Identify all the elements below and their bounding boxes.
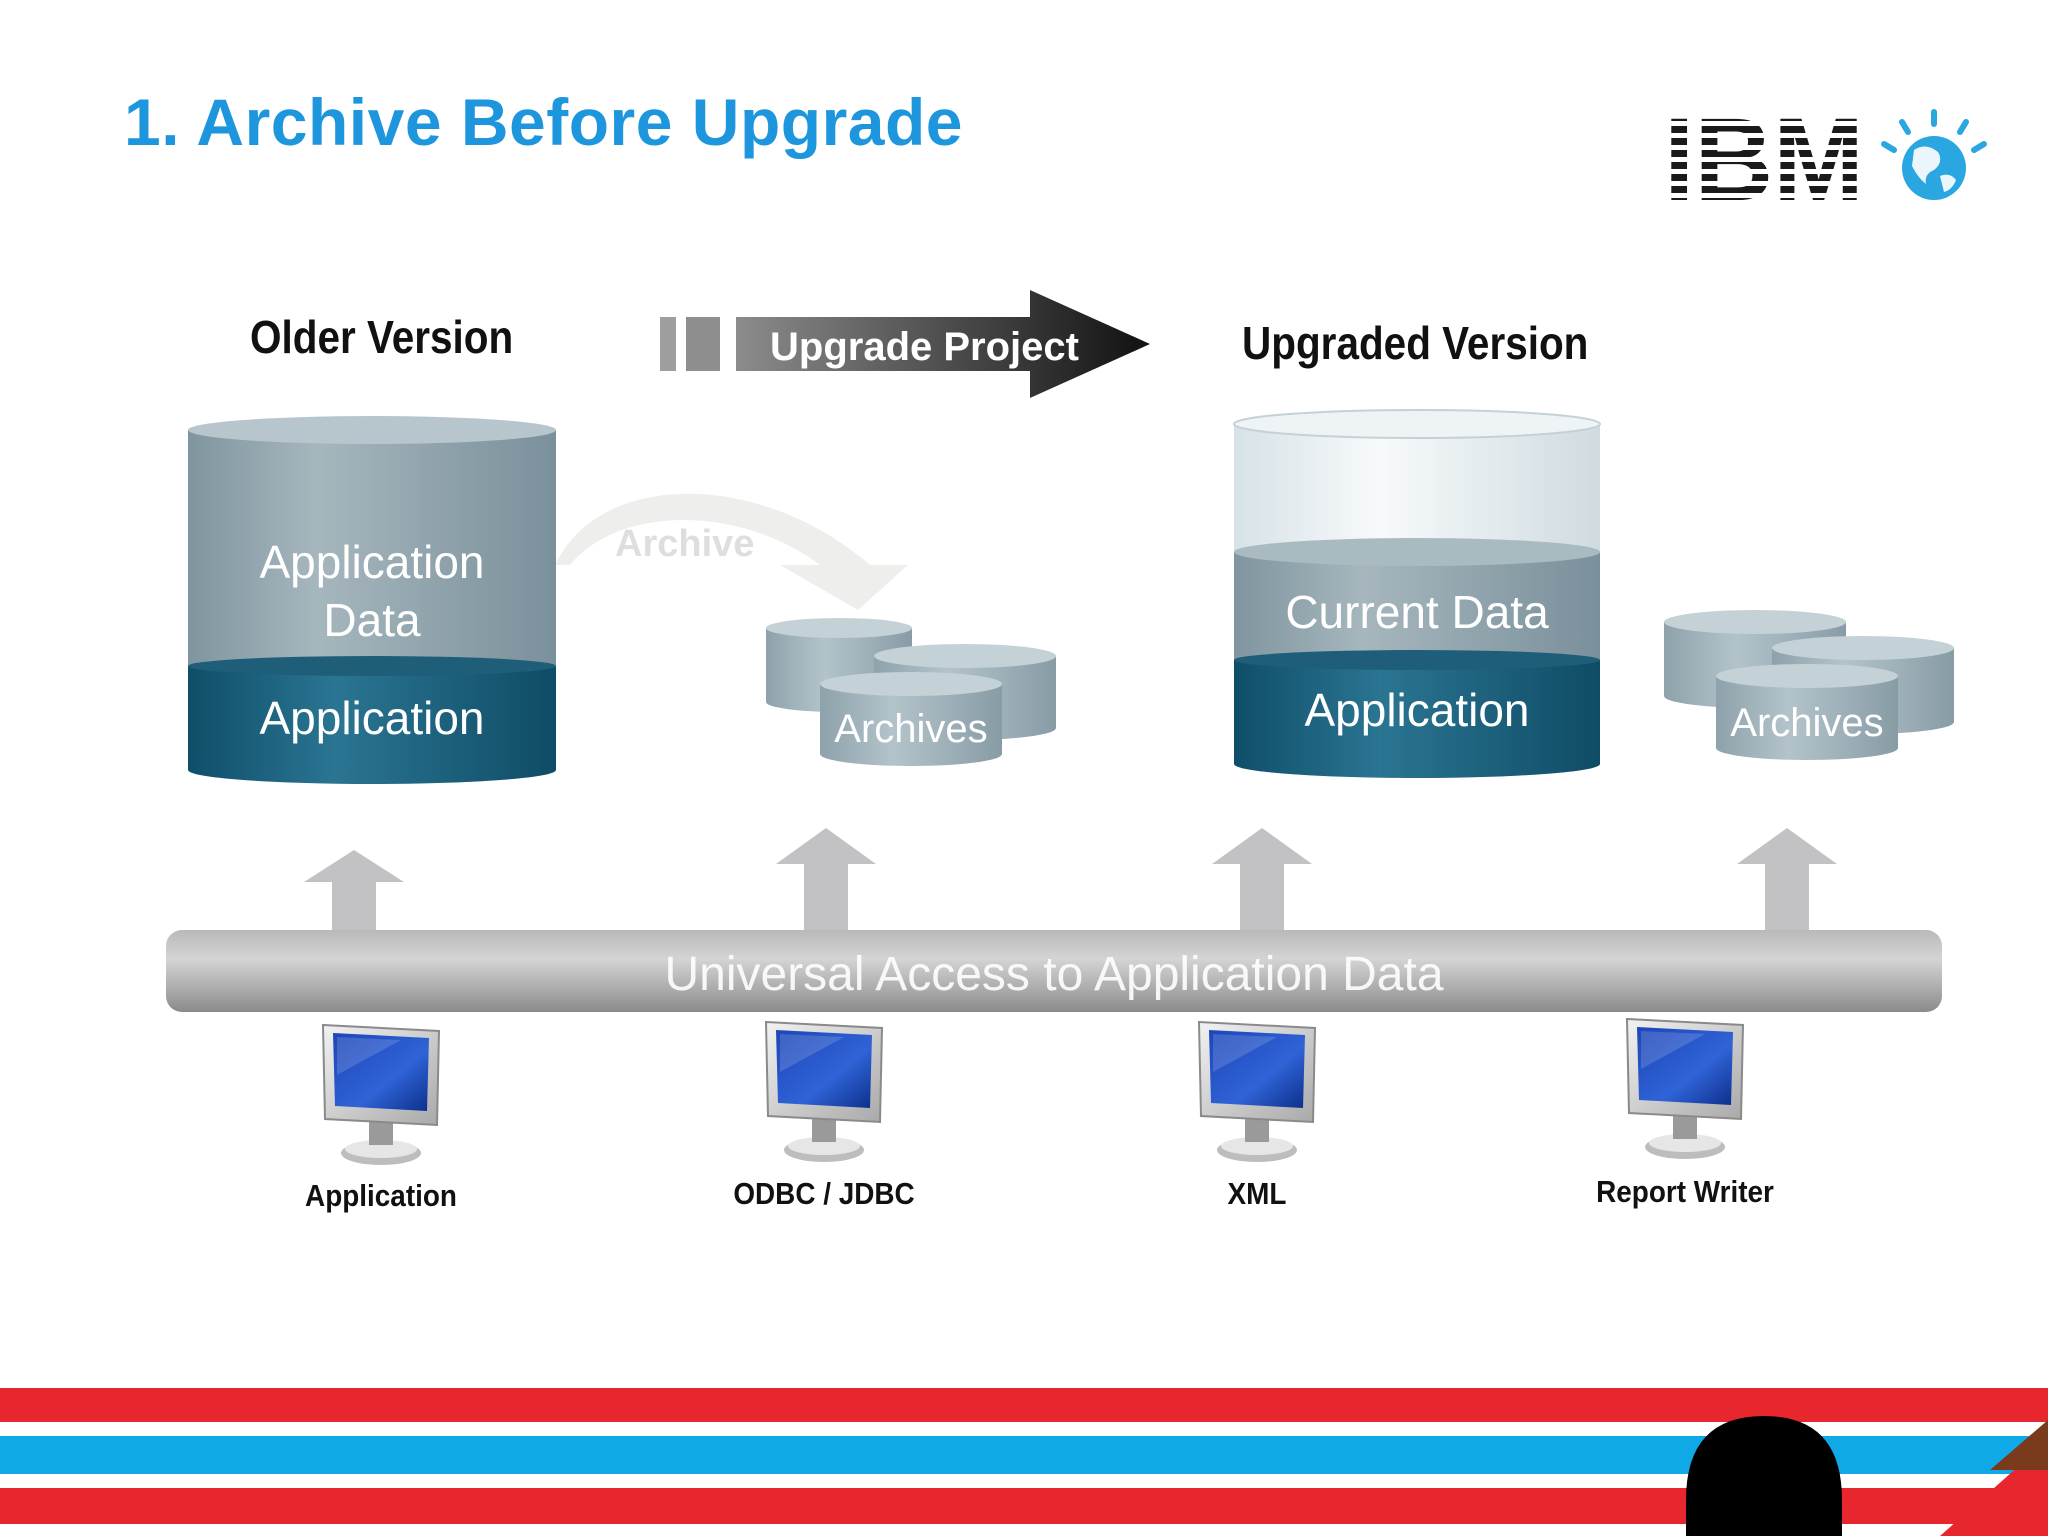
client-label-application: Application xyxy=(305,1178,457,1213)
client-label-report-writer: Report Writer xyxy=(1596,1174,1774,1209)
upgraded-version-heading: Upgraded Version xyxy=(1242,317,1589,369)
up-arrow-2 xyxy=(776,828,876,932)
upgrade-arrow-dash-2 xyxy=(686,317,720,371)
older-db-data-line2: Data xyxy=(323,594,421,646)
upgraded-db-top xyxy=(1233,409,1601,439)
older-database: Application Data Application xyxy=(188,416,556,784)
monitor-icon xyxy=(1197,1020,1317,1162)
archive-arrow-label: Archive xyxy=(615,523,754,565)
older-db-app-label: Application xyxy=(259,692,484,744)
footer-stripes xyxy=(0,1388,2048,1536)
archive-arrow: Archive xyxy=(555,493,908,610)
bus-label: Universal Access to Application Data xyxy=(664,948,1443,1001)
upgraded-database: Current Data Application xyxy=(1233,409,1601,778)
globe-icon xyxy=(1881,109,1987,200)
up-arrows xyxy=(304,828,1837,932)
upgrade-project-arrow: Upgrade Project xyxy=(660,290,1150,398)
person-silhouette xyxy=(1686,1416,1842,1536)
archive-arrow-shape xyxy=(555,493,908,610)
older-version-heading: Older Version xyxy=(250,311,514,363)
up-arrow-4 xyxy=(1737,828,1837,932)
client-label-xml: XML xyxy=(1227,1176,1287,1211)
upgraded-db-data-label: Current Data xyxy=(1285,586,1549,638)
archives-label-right: Archives xyxy=(1730,701,1883,745)
older-db-data-line1: Application xyxy=(259,536,484,588)
up-arrow-3 xyxy=(1212,828,1312,932)
bus-bar xyxy=(166,930,1942,1012)
archives-label-left: Archives xyxy=(834,707,987,751)
older-db-top xyxy=(188,416,556,444)
monitor-icon xyxy=(764,1020,884,1162)
universal-access-bus: Universal Access to Application Data xyxy=(166,930,1942,1012)
upgrade-project-label: Upgrade Project xyxy=(770,325,1079,369)
slide-title: 1. Archive Before Upgrade xyxy=(124,85,963,159)
client-label-odbc-jdbc: ODBC / JDBC xyxy=(733,1176,915,1211)
client-monitors xyxy=(321,1017,1745,1165)
monitor-icon xyxy=(321,1023,441,1165)
up-arrow-1 xyxy=(304,850,404,932)
upgrade-arrow-dash-1 xyxy=(660,317,676,371)
ibm-logo-stripes xyxy=(1660,109,1870,198)
upgraded-db-app-label: Application xyxy=(1304,684,1529,736)
ibm-logo: IBM xyxy=(1660,94,1987,226)
monitor-icon xyxy=(1625,1017,1745,1159)
archives-stack-right: Archives xyxy=(1664,610,1954,760)
upgrade-arrow-body xyxy=(736,290,1150,398)
archives-stack-left: Archives xyxy=(766,618,1056,766)
